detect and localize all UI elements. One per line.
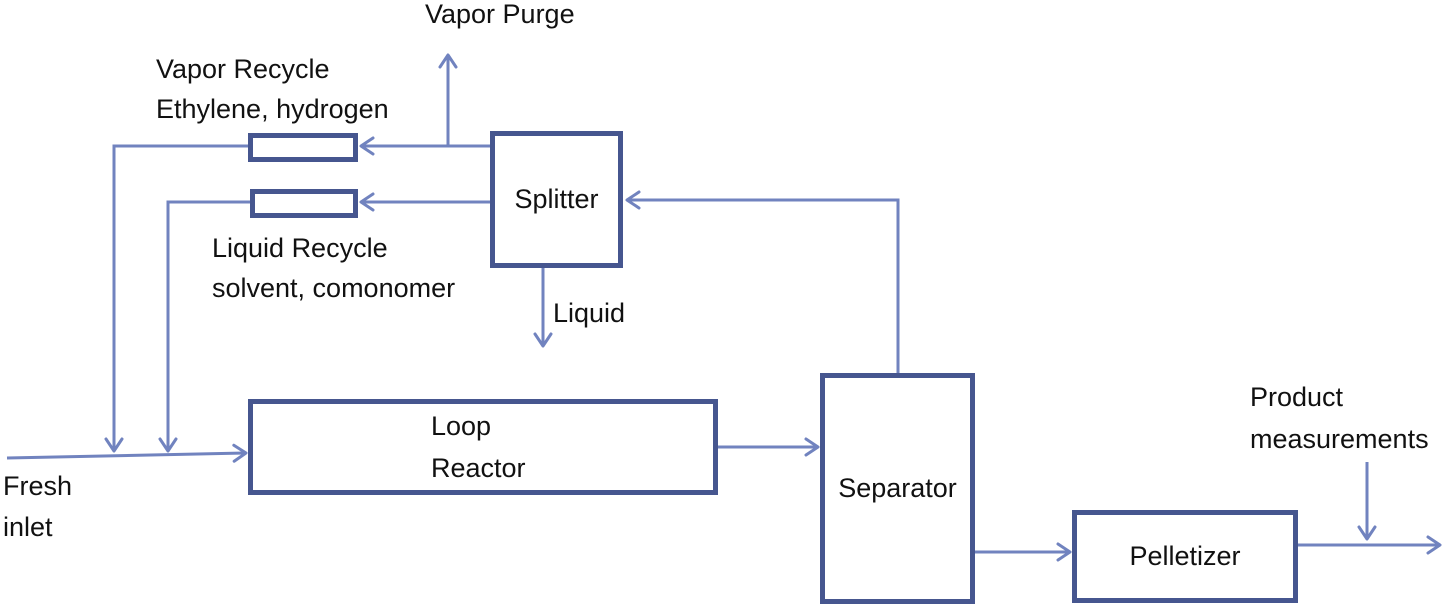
loop-reactor-label-line1: Loop bbox=[431, 411, 492, 441]
product-measurements-label-line1: Product bbox=[1250, 382, 1344, 412]
splitter-box: Splitter bbox=[490, 131, 623, 268]
liquid-recycle-label-line1: Liquid Recycle bbox=[212, 233, 388, 263]
flow-vapor-recycle-return bbox=[104, 144, 250, 453]
pelletizer-box: Pelletizer bbox=[1072, 510, 1298, 603]
splitter-label: Splitter bbox=[514, 183, 599, 214]
flow-separator-to-splitter bbox=[625, 190, 900, 373]
separator-label: Separator bbox=[838, 472, 957, 503]
product-measurements-label-line2: measurements bbox=[1250, 424, 1429, 454]
vapor-recycle-exchanger-box bbox=[248, 133, 358, 162]
loop-reactor-box: Loop Reactor bbox=[248, 399, 718, 495]
loop-reactor-label-line2: Reactor bbox=[431, 453, 526, 483]
fresh-inlet-label-line1: Fresh bbox=[3, 471, 73, 501]
liquid-out-label: Liquid bbox=[553, 298, 626, 328]
vapor-recycle-label-line2: Ethylene, hydrogen bbox=[156, 94, 389, 124]
pelletizer-label: Pelletizer bbox=[1129, 540, 1241, 571]
vapor-recycle-label: Vapor Recycle Ethylene, hydrogen bbox=[156, 49, 389, 129]
liquid-recycle-exchanger-box bbox=[250, 189, 358, 218]
fresh-inlet-label-line2: inlet bbox=[3, 512, 53, 542]
vapor-purge-label: Vapor Purge bbox=[425, 0, 575, 29]
fresh-inlet-label: Fresh inlet bbox=[3, 466, 72, 548]
separator-box: Separator bbox=[820, 373, 975, 604]
product-measurements-label: Product measurements bbox=[1250, 376, 1429, 460]
flow-fresh-inlet bbox=[6, 443, 248, 463]
liquid-recycle-label: Liquid Recycle solvent, comonomer bbox=[212, 228, 455, 308]
flow-liquid-recycle-return bbox=[158, 200, 252, 453]
liquid-recycle-label-line2: solvent, comonomer bbox=[212, 273, 456, 303]
vapor-recycle-label-line1: Vapor Recycle bbox=[156, 54, 330, 84]
